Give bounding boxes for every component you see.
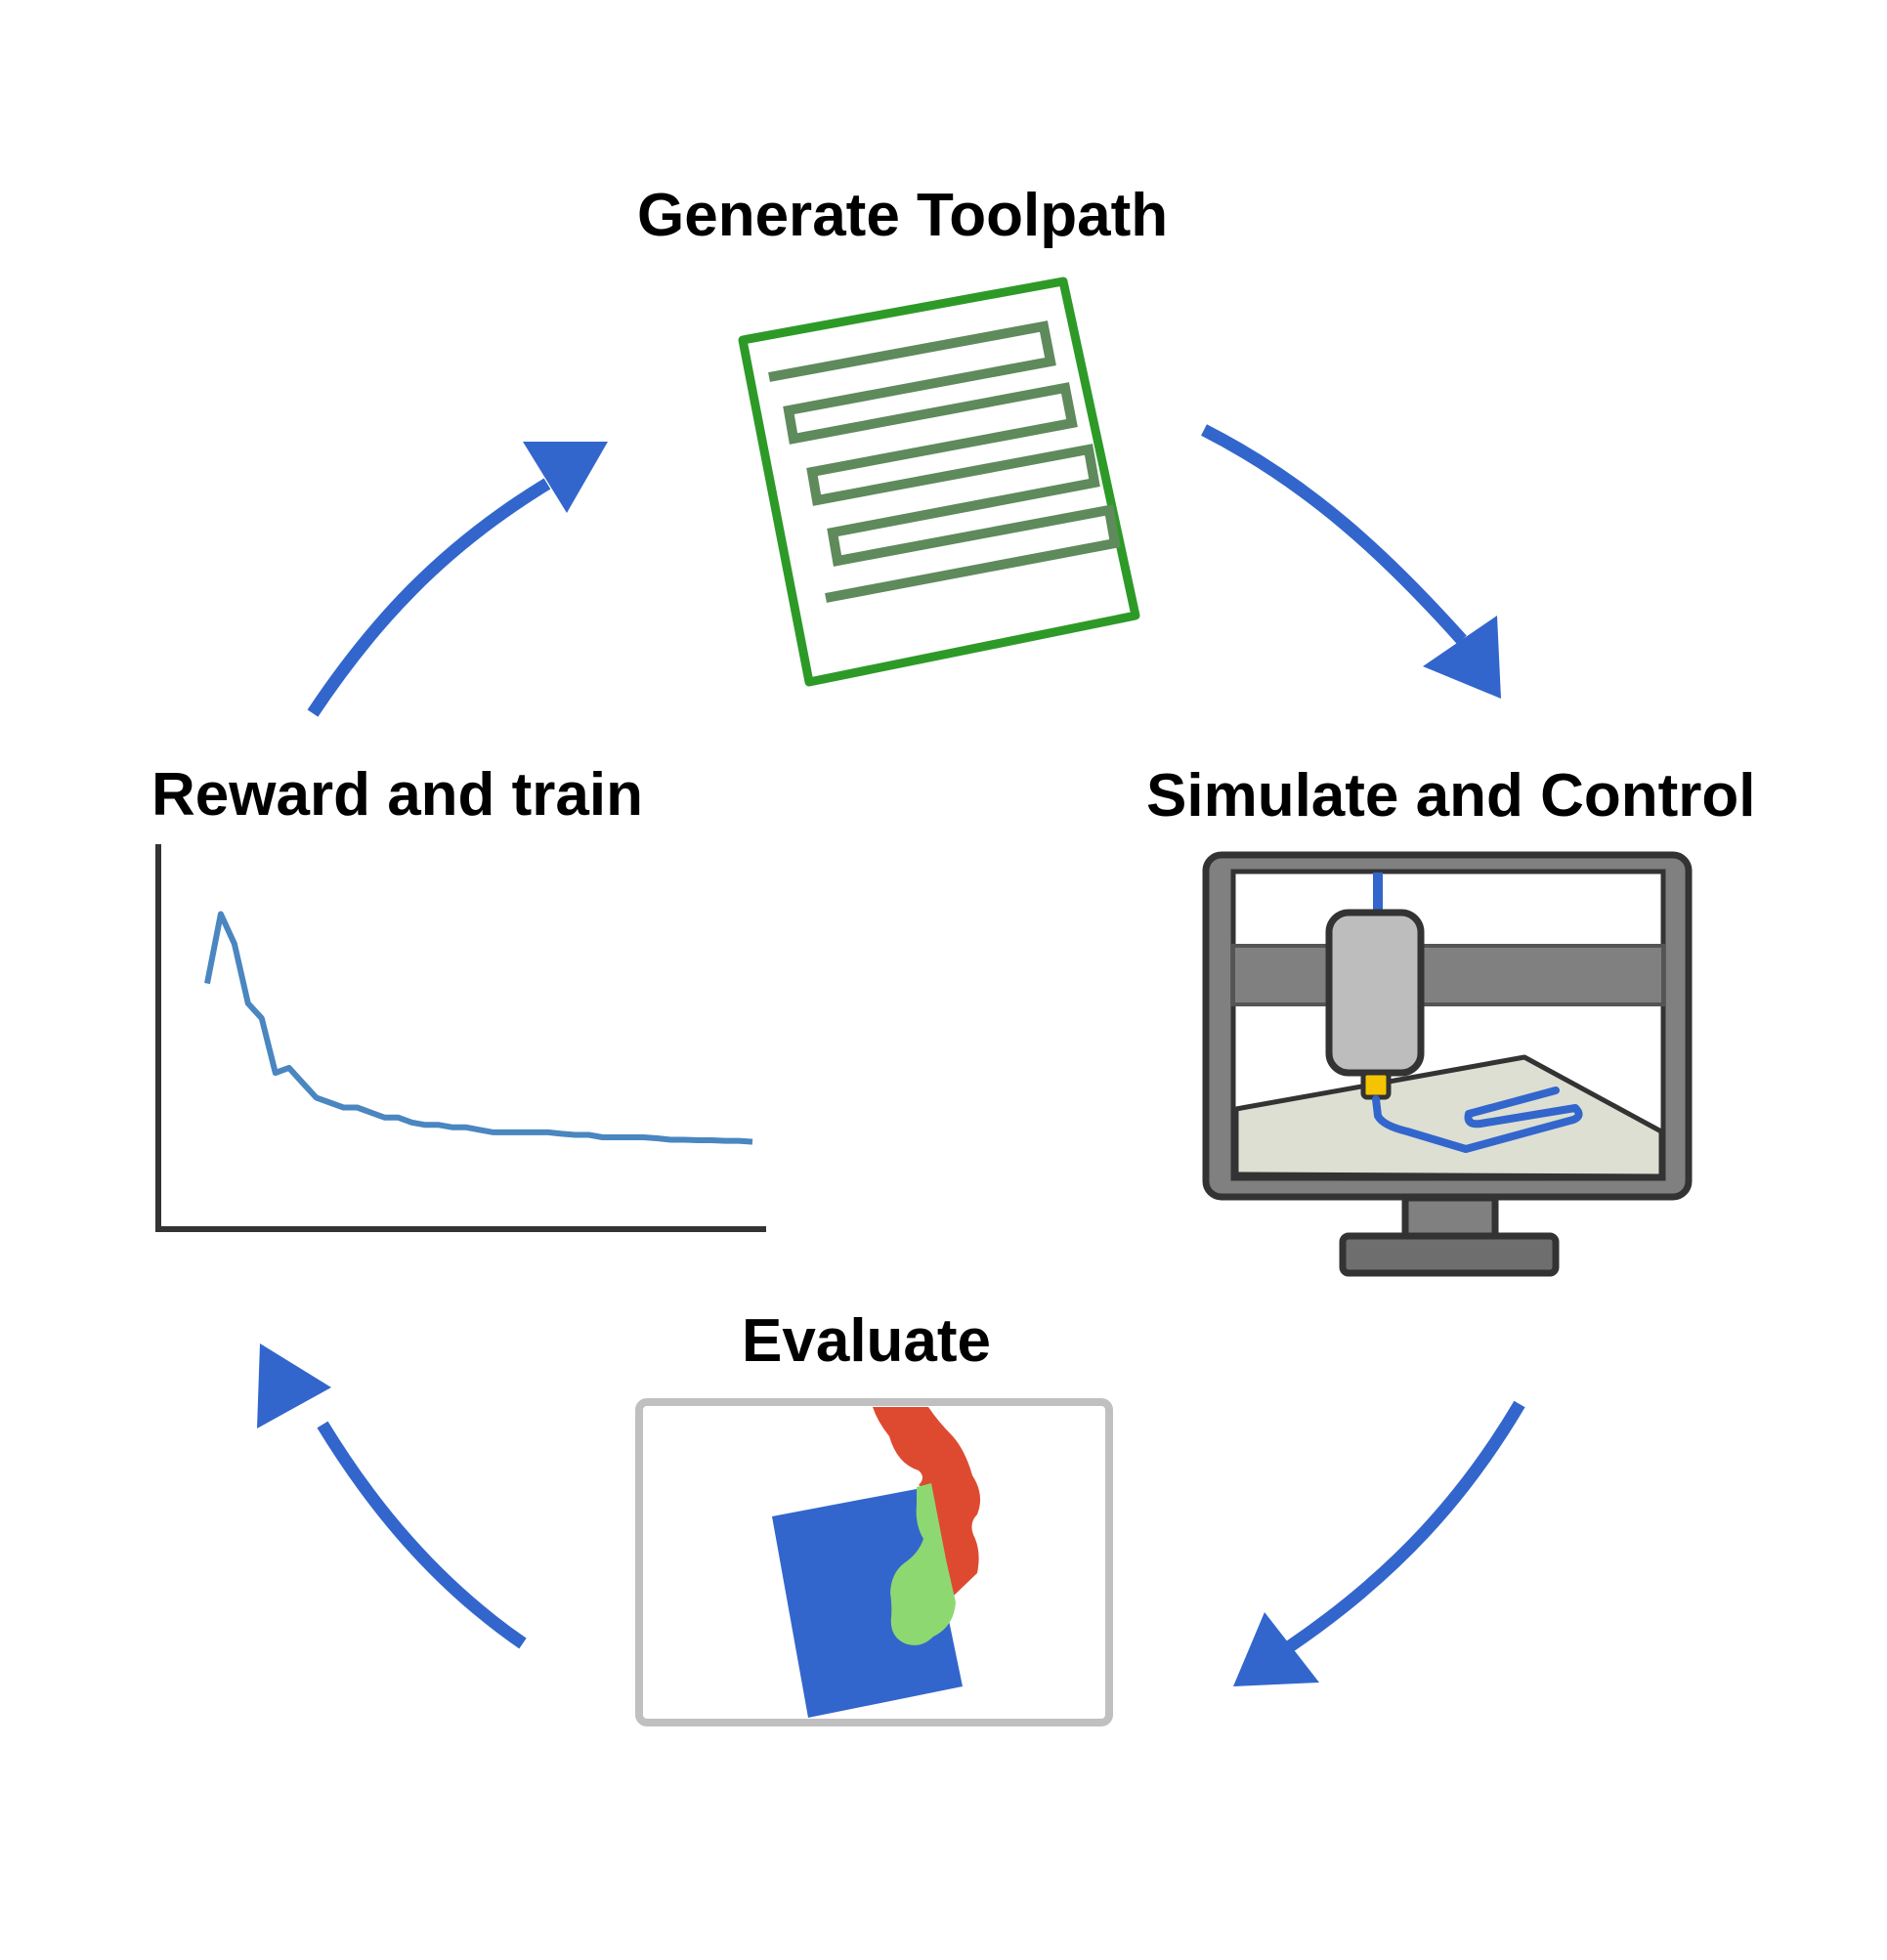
toolpath-icon [738,277,1140,687]
monitor-printer-icon [1202,851,1693,1277]
chart-series-line-0 [204,911,753,1145]
toolpath-zigzag [768,320,1121,603]
stage-title-reward-and-train: Reward and train [151,761,643,829]
arrow-simulate-to-evaluate [1233,1400,1525,1686]
arrow-generate-to-simulate [1201,424,1501,699]
stage-title-simulate-and-control: Simulate and Control [1146,762,1756,830]
chart-axes [155,844,766,1232]
stage-title-generate-toolpath: Generate Toolpath [637,182,1169,249]
arrow-reward-to-generate [307,442,608,717]
arrow-evaluate-to-reward [257,1343,527,1649]
stage-title-evaluate: Evaluate [742,1307,992,1375]
training-curve-icon [155,844,766,1232]
overlap-evaluation-icon [635,1398,1113,1726]
chart-series-group [204,911,753,1145]
